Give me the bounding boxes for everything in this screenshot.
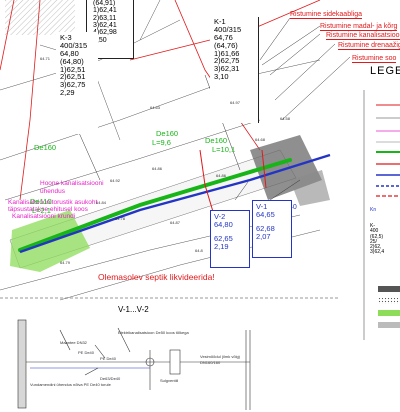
top-line-4: 3)62,41 bbox=[93, 22, 117, 30]
k3-l3: (64,80) bbox=[60, 56, 84, 66]
k3-l6: 3)62,75 bbox=[60, 80, 86, 90]
crossing-label-4: Ristumine drenaažiga bbox=[338, 42, 400, 50]
k1-id: K-1 bbox=[214, 17, 226, 26]
right-k2-4: 25/ bbox=[370, 238, 377, 245]
v2-bottom: 62,65 bbox=[214, 233, 233, 243]
crossing-label-3: Ristumine kanalisatsiooni bbox=[326, 32, 400, 40]
elev-2: 64.84 bbox=[96, 200, 107, 205]
elev-6: 64.87 bbox=[170, 220, 181, 225]
v1-depth: 2,07 bbox=[256, 231, 271, 241]
crossing-label-2: Ristumine madal- ja kõrg bbox=[320, 23, 398, 31]
well-box-v2: V-2 64,80 62,65 2,19 bbox=[210, 210, 250, 268]
elev-8: 64.92 bbox=[110, 178, 121, 183]
k3-id: K-3 bbox=[60, 33, 72, 42]
elev-7: 64.97 bbox=[230, 100, 241, 105]
k3-l5: 2)62,51 bbox=[60, 72, 86, 82]
k3-l4: 1)62,51 bbox=[60, 64, 86, 74]
k1-l4: 1)61,66 bbox=[214, 48, 240, 58]
k1-l5: 2)62,75 bbox=[214, 56, 240, 66]
well-box-v1: V-1 64,65 62,68 2,07 bbox=[252, 200, 292, 258]
red-crossing-2 bbox=[261, 149, 267, 189]
right-k2-block: K- 400 (62,5) 25/ 2)62, 3)62,4 bbox=[370, 223, 385, 256]
k3-l7: 2,29 bbox=[60, 88, 75, 98]
right-kn: Kn bbox=[370, 207, 377, 213]
note-hoone: Hoone kanalisatsiooni bbox=[40, 180, 104, 187]
section-label-5: Vesimõõdul (ilmk võlg) bbox=[200, 354, 241, 359]
pipe-label-de160-c: De160 bbox=[205, 136, 228, 145]
pipe-label-de160-b: De160 bbox=[156, 129, 179, 138]
k1-l1: 400/315 bbox=[214, 24, 242, 34]
k3-l1: 400/315 bbox=[60, 40, 88, 50]
elev-11: 64.71 bbox=[40, 56, 51, 61]
v2-depth: 2,19 bbox=[214, 241, 229, 251]
k3-l2: 64,80 bbox=[60, 48, 79, 58]
note-olemasolev: Olemasolev septik likvideerida! bbox=[98, 272, 215, 282]
section-drawing bbox=[0, 297, 340, 410]
pipe-label-l-d: L=2,1 bbox=[32, 206, 51, 215]
manhole-box-k1: K-1 400/315 64,76 (64,76) 1)61,66 2)62,7… bbox=[210, 17, 259, 123]
note-mag-5: Kanalisatsiooni krundi bbox=[12, 213, 76, 220]
k1-l7: 3,10 bbox=[214, 72, 229, 82]
v1-id: V-1 bbox=[256, 202, 268, 211]
crossing-label-5: Ristumine soo bbox=[352, 55, 397, 63]
note-mag-2: ühendus bbox=[40, 188, 65, 195]
legend-swatches bbox=[376, 104, 400, 328]
pipe-label-l-a: L=9,6 bbox=[152, 138, 171, 147]
v2-id: V-2 bbox=[214, 212, 226, 221]
note-mag-3: Kanalisatsioonitorustik asukoht bbox=[8, 199, 98, 206]
top-line-5: 4)62,98 bbox=[93, 29, 117, 37]
section-label-7: Vundamendini ühendus nõlva PE De40 torul… bbox=[30, 382, 111, 387]
section-label-6: DN160/160 bbox=[200, 360, 221, 365]
right-k2-6: 3)62,4 bbox=[370, 249, 385, 256]
legend-title: LEGE bbox=[370, 65, 400, 77]
pipe-label-de160-a: De160 bbox=[34, 143, 57, 152]
manhole-box-k3: K-3 400/315 64,80 (64,80) 1)62,51 2)62,5… bbox=[56, 32, 98, 134]
elev-3: 64.86 bbox=[216, 173, 227, 178]
top-line-6: 2,50 bbox=[93, 36, 107, 44]
building-hatch bbox=[5, 0, 75, 35]
section-label-4: Elektrikanalisatsioon De50 koos tõlkega bbox=[118, 330, 189, 335]
right-k2-1: K- bbox=[370, 223, 375, 229]
elev-5: 64.78 bbox=[115, 216, 126, 221]
top-line-3: 2)63,11 bbox=[93, 14, 117, 22]
v1-bottom: 62,68 bbox=[256, 223, 275, 233]
green-pipe bbox=[18, 158, 292, 252]
top-line-1: (64,91) bbox=[93, 0, 116, 7]
elev-10: 64.8 bbox=[195, 248, 203, 253]
section-label-9: Sulgventiil bbox=[160, 378, 179, 383]
section-label-8: De63/De40 bbox=[100, 376, 121, 381]
blue-pipe bbox=[19, 153, 331, 254]
note-mag-4: täpsustatakse ehitusel koos bbox=[8, 206, 88, 213]
right-k2-3: (62,5) bbox=[370, 233, 384, 240]
v1-top: 64,65 bbox=[256, 209, 275, 219]
elev-12: 64.63 bbox=[150, 105, 161, 110]
k1-l6: 3)62,31 bbox=[214, 64, 240, 74]
elev-4: 64.68 bbox=[255, 137, 266, 142]
top-line-2: 1)62,41 bbox=[93, 7, 117, 15]
v2-top: 64,80 bbox=[214, 219, 233, 229]
section-label-1: Maantee DN32 bbox=[60, 340, 87, 345]
pipe-label-de110: De110 bbox=[30, 197, 52, 206]
section-label-2: PE De40 bbox=[78, 350, 95, 355]
elev-1: 64.86 bbox=[152, 166, 163, 171]
section-label-3: PE De40 bbox=[100, 356, 117, 361]
section-title: V-1...V-2 bbox=[118, 305, 149, 314]
k1-l3: (64,76) bbox=[214, 40, 238, 50]
crossing-label-1: Ristumine sidekaabliga bbox=[290, 11, 362, 19]
right-k2-2: 400 bbox=[370, 228, 379, 235]
dark-asphalt-2 bbox=[290, 170, 330, 206]
elev-13: 64.58 bbox=[280, 116, 291, 121]
elev-9: 64.79 bbox=[60, 260, 71, 265]
k1-l2: 64,76 bbox=[214, 32, 233, 42]
pipe-label-l-c: L=10,1 bbox=[212, 145, 236, 154]
right-k2-5: 2)62, bbox=[370, 244, 382, 250]
red-crossing bbox=[199, 149, 215, 216]
